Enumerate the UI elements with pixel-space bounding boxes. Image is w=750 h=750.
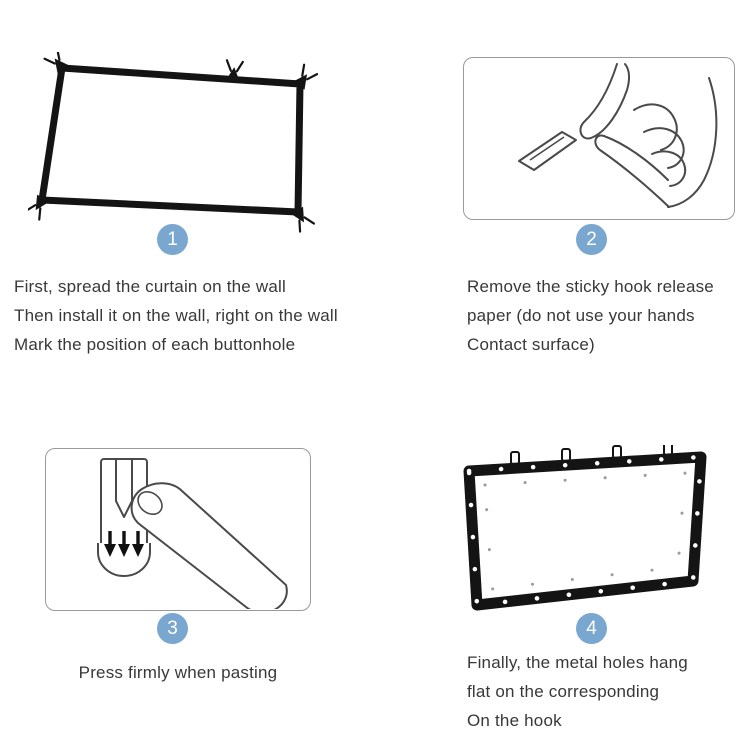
step-1-number: 1 — [167, 229, 178, 250]
caption-line: paper (do not use your hands — [467, 306, 695, 325]
caption-line: Then install it on the wall, right on th… — [14, 306, 338, 325]
step-4-panel: 4 Finally, the metal holes hang flat on … — [375, 375, 750, 750]
step-4-caption: Finally, the metal holes hang flat on th… — [467, 648, 747, 735]
caption-line: Finally, the metal holes hang — [467, 653, 688, 672]
caption-line: Press firmly when pasting — [78, 663, 278, 682]
step-3-panel: 3 Press firmly when pasting — [0, 375, 375, 750]
step-2-illustration-frame — [463, 57, 735, 220]
step-4-badge: 4 — [576, 613, 607, 644]
step-2-caption: Remove the sticky hook release paper (do… — [467, 272, 747, 359]
step-3-illustration-frame — [45, 448, 311, 611]
step-1-caption: First, spread the curtain on the wall Th… — [14, 272, 382, 359]
step-1-badge: 1 — [157, 224, 188, 255]
step-2-panel: 2 Remove the sticky hook release paper (… — [375, 0, 750, 375]
caption-line: On the hook — [467, 711, 562, 730]
caption-line: First, spread the curtain on the wall — [14, 277, 286, 296]
hanging-screen-illustration-icon — [463, 445, 707, 611]
step-4-number: 4 — [586, 618, 597, 639]
caption-line: Remove the sticky hook release — [467, 277, 714, 296]
step-2-number: 2 — [586, 229, 597, 250]
step-3-caption: Press firmly when pasting — [45, 658, 311, 687]
caption-line: flat on the corresponding — [467, 682, 660, 701]
screen-spread-illustration-icon — [28, 52, 319, 233]
press-hook-illustration-icon — [97, 458, 288, 609]
step-3-number: 3 — [167, 618, 178, 639]
step-3-badge: 3 — [157, 613, 188, 644]
caption-line: Mark the position of each buttonhole — [14, 335, 296, 354]
caption-line: Contact surface) — [467, 335, 595, 354]
peel-release-paper-illustration-icon — [518, 63, 718, 208]
step-1-panel: 1 First, spread the curtain on the wall … — [0, 0, 375, 375]
step-2-badge: 2 — [576, 224, 607, 255]
